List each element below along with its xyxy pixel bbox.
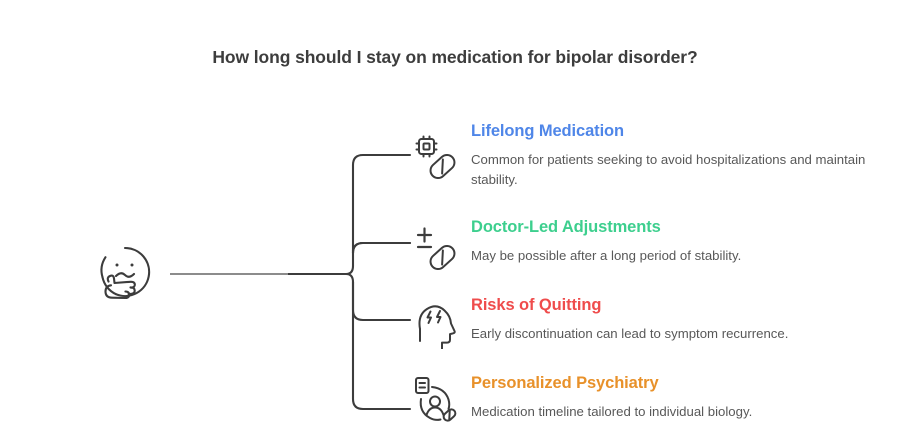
branch-connector-1 bbox=[351, 241, 412, 255]
branch-heading-3: Personalized Psychiatry bbox=[471, 374, 659, 392]
page-title: How long should I stay on medication for… bbox=[212, 47, 698, 67]
branch-heading-1: Doctor-Led Adjustments bbox=[471, 218, 661, 236]
branch-description-0: Common for patients seeking to avoid hos… bbox=[471, 152, 866, 187]
branch-description-2: Early discontinuation can lead to sympto… bbox=[471, 326, 789, 341]
branch-connector-3 bbox=[351, 280, 412, 411]
branch-text-0: Lifelong Medication Common for patients … bbox=[471, 121, 871, 189]
chip-pill-icon bbox=[410, 134, 462, 186]
junction-curve-down bbox=[344, 272, 355, 284]
person-document-pill-icon bbox=[410, 374, 462, 426]
root-node[interactable] bbox=[92, 243, 160, 305]
thinking-face-icon bbox=[100, 246, 151, 300]
branch-description-3: Medication timeline tailored to individu… bbox=[471, 404, 753, 419]
junction-curve-up bbox=[344, 264, 355, 276]
branch-text-2: Risks of Quitting Early discontinuation … bbox=[471, 295, 871, 344]
branch-heading-0: Lifelong Medication bbox=[471, 122, 625, 140]
head-lightning-icon bbox=[410, 297, 462, 351]
branch-description-1: May be possible after a long period of s… bbox=[471, 248, 742, 263]
branch-heading-2: Risks of Quitting bbox=[471, 296, 602, 314]
branch-text-1: Doctor-Led Adjustments May be possible a… bbox=[471, 217, 871, 266]
branch-connector-1-stub bbox=[351, 241, 412, 254]
branch-text-3: Personalized Psychiatry Medication timel… bbox=[471, 373, 871, 422]
plus-minus-pill-icon bbox=[410, 225, 462, 277]
branch-connector-2 bbox=[351, 280, 412, 322]
branch-connector-0 bbox=[351, 153, 412, 268]
